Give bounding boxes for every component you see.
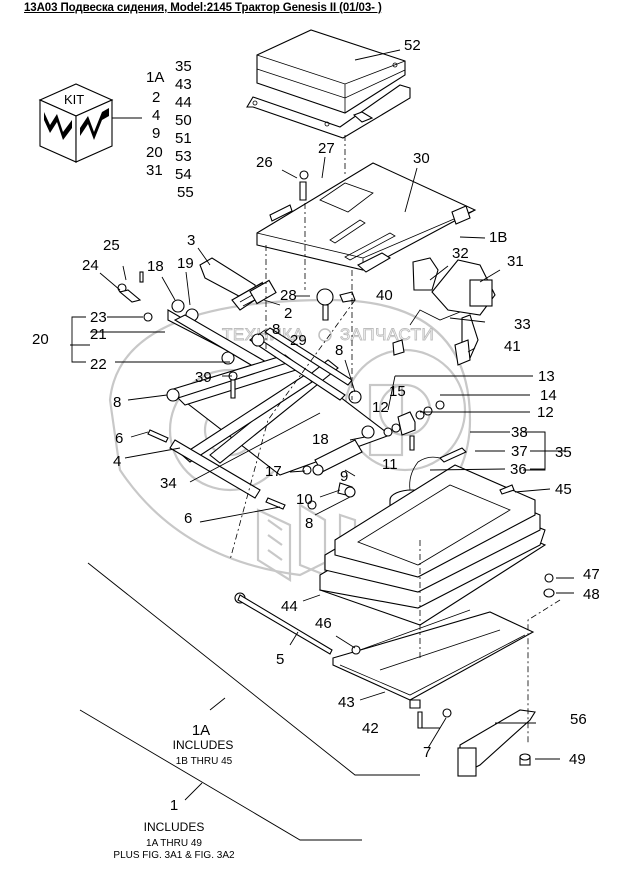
callout-39: 39 (195, 369, 212, 386)
kit-item: 31 (146, 162, 163, 179)
callout-35: 35 (555, 444, 572, 461)
callout-29: 29 (290, 332, 307, 349)
callout-19: 19 (177, 255, 194, 272)
callout-22: 22 (90, 356, 107, 373)
callout-14: 14 (540, 387, 557, 404)
scissor-mechanism (117, 257, 392, 510)
callout-12: 12 (537, 404, 554, 421)
callout-37: 37 (511, 443, 528, 460)
part-44-bellows (318, 464, 547, 626)
callout-42: 42 (362, 720, 379, 737)
callout-6: 6 (115, 430, 123, 447)
kit-item: 55 (177, 184, 194, 201)
callout-10: 10 (296, 491, 313, 508)
assembly-note-1A: 1A INCLUDES 1B THRU 45 (173, 722, 234, 767)
watermark-text-right: ЗАПЧАСТИ (340, 325, 434, 344)
watermark-gear-icon (318, 328, 332, 342)
assembly-1-number: 1 (170, 797, 178, 814)
kit-item: 4 (152, 107, 160, 124)
callout-11: 11 (382, 456, 398, 473)
callout-30: 30 (413, 150, 430, 167)
callout-7: 7 (423, 744, 431, 761)
callout-24: 24 (82, 257, 99, 274)
part-52-cover-box (246, 29, 411, 139)
callout-labels: 52 27 26 30 1B 3 25 24 18 19 32 31 28 40… (32, 37, 600, 768)
kit-item: 54 (175, 166, 192, 183)
part-56-bracket (457, 709, 536, 777)
callout-20: 20 (32, 331, 49, 348)
callout-4: 4 (113, 453, 121, 470)
assembly-1A-includes: INCLUDES (173, 738, 234, 752)
kit-icon: KIT (38, 83, 142, 163)
assembly-note-1: 1 INCLUDES 1A THRU 49 PLUS FIG. 3A1 & FI… (113, 797, 235, 861)
callout-25: 25 (103, 237, 120, 254)
callout-52: 52 (404, 37, 421, 54)
assembly-1A-number: 1A (192, 722, 210, 739)
callout-1B: 1B (489, 229, 507, 246)
callout-36: 36 (510, 461, 527, 478)
kit-item: 9 (152, 125, 160, 142)
leader-lines (70, 49, 574, 841)
callout-26: 26 (256, 154, 273, 171)
callout-44: 44 (281, 598, 298, 615)
callout-12: 12 (372, 399, 389, 416)
callout-38: 38 (511, 424, 528, 441)
callout-18: 18 (147, 258, 164, 275)
assembly-1-includes: INCLUDES (144, 820, 205, 834)
assembly-1-plus-figs: PLUS FIG. 3A1 & FIG. 3A2 (113, 850, 235, 861)
callout-3: 3 (187, 232, 195, 249)
callout-32: 32 (452, 245, 469, 262)
callout-15: 15 (389, 383, 406, 400)
kit-item: 50 (175, 112, 192, 129)
callout-47: 47 (583, 566, 600, 583)
callout-46: 46 (315, 615, 332, 632)
part-31-actuator (339, 257, 496, 366)
callout-27: 27 (318, 140, 335, 157)
callout-48: 48 (583, 586, 600, 603)
kit-item: 43 (175, 76, 192, 93)
assembly-1A-range: 1B THRU 45 (176, 756, 233, 767)
kit-item: 35 (175, 58, 192, 75)
callout-43: 43 (338, 694, 355, 711)
callout-34: 34 (160, 475, 177, 492)
callout-21: 21 (90, 326, 107, 343)
kit-item: 44 (175, 94, 192, 111)
callout-8: 8 (113, 394, 121, 411)
kit-list: 1A 2 4 9 20 31 35 43 44 50 51 53 54 55 (146, 58, 194, 201)
callout-5: 5 (276, 651, 284, 668)
callout-56: 56 (570, 711, 587, 728)
part-1B-upper-plate (256, 162, 477, 273)
callout-23: 23 (90, 309, 107, 326)
part-5-rod (234, 592, 333, 655)
callout-8: 8 (305, 515, 313, 532)
kit-item: 51 (175, 130, 192, 147)
kit-item: 1A (146, 69, 164, 86)
callout-13: 13 (538, 368, 555, 385)
callout-2: 2 (284, 305, 292, 322)
callout-31: 31 (507, 253, 524, 270)
assembly-1-range: 1A THRU 49 (146, 838, 202, 849)
callout-28: 28 (280, 287, 297, 304)
kit-item: 2 (152, 89, 160, 106)
callout-6: 6 (184, 510, 192, 527)
callout-45: 45 (555, 481, 572, 498)
alignment-lines (229, 135, 561, 745)
callout-41: 41 (504, 338, 521, 355)
group-brackets (71, 316, 546, 471)
kit-icon-label: KIT (64, 92, 84, 107)
callout-40: 40 (376, 287, 393, 304)
diagram-title: 13A03 Подвеска сидения, Model:2145 Тракт… (24, 2, 382, 14)
callout-17: 17 (265, 463, 282, 480)
part-43-base-frame (332, 609, 535, 729)
callout-9: 9 (340, 468, 348, 485)
callout-8: 8 (272, 321, 280, 338)
kit-item: 20 (146, 144, 163, 161)
part-15-bracket (383, 400, 445, 451)
callout-18: 18 (312, 431, 329, 448)
callout-49: 49 (569, 751, 586, 768)
callout-8: 8 (335, 342, 343, 359)
kit-item: 53 (175, 148, 192, 165)
callout-33: 33 (514, 316, 531, 333)
